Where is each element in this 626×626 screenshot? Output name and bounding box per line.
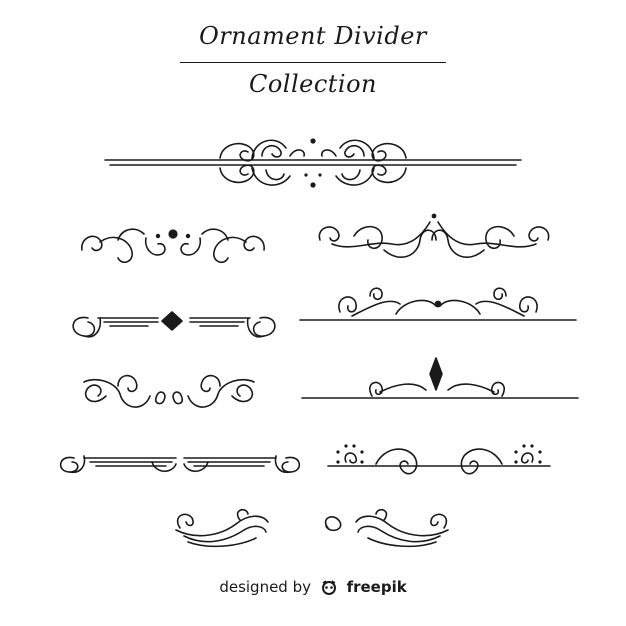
- ornament-divider-7: [301, 357, 579, 399]
- title-divider-rule: [180, 62, 446, 63]
- credit-prefix: designed by: [219, 578, 311, 596]
- page-subtitle: Collection: [248, 70, 378, 98]
- ornament-divider-5: [299, 287, 577, 321]
- footer-credit: designed by freepik: [0, 578, 626, 599]
- page-title: Ornament Divider: [199, 22, 427, 50]
- ornament-divider-9: [327, 444, 551, 475]
- ornament-divider-1: [104, 138, 522, 188]
- ornament-divider-4: [72, 311, 276, 338]
- ornament-divider-10: [175, 508, 449, 548]
- ornament-divider-2: [81, 228, 265, 264]
- brand-name[interactable]: freepik: [346, 578, 407, 596]
- ornament-divider-3: [318, 213, 550, 259]
- freepik-logo-icon: [320, 579, 338, 599]
- ornament-divider-8: [59, 455, 301, 474]
- ornament-divider-6: [83, 374, 255, 408]
